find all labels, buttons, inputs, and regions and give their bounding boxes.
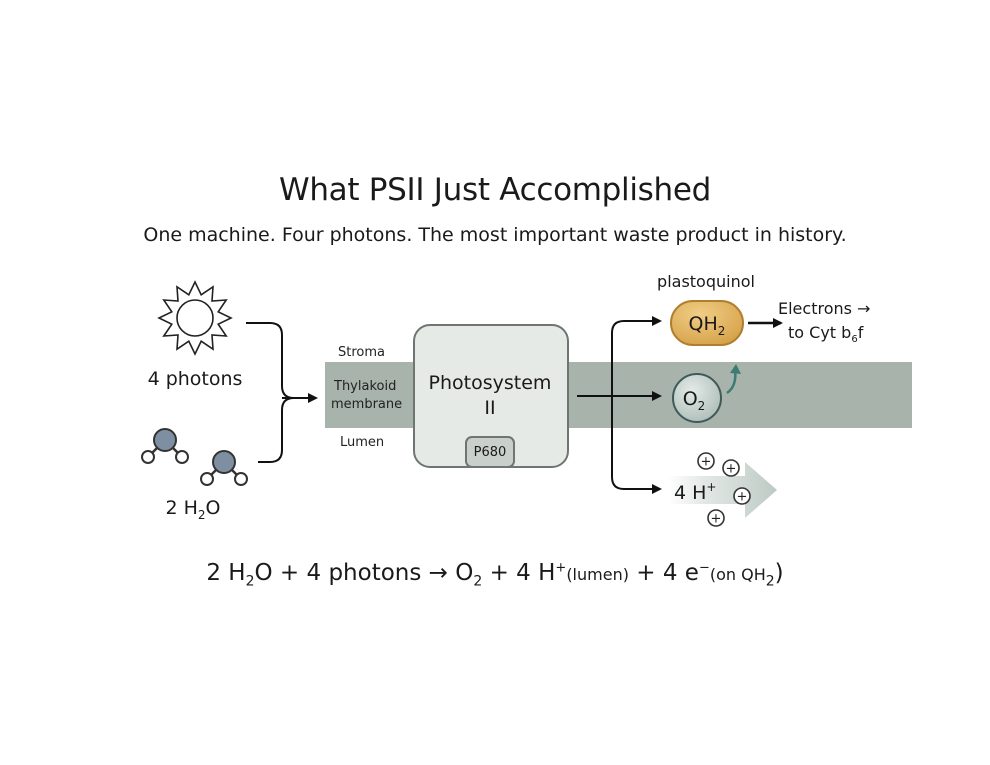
membrane-label-line1: Thylakoid [333,379,396,394]
qh2-label: QH2 [689,313,726,338]
svg-text:+: + [726,462,737,477]
lumen-label: Lumen [340,435,384,450]
photosystem-label-line2: II [484,397,495,419]
photon-input-arrow [246,322,295,399]
electrons-label-line2: to Cyt b6f [788,323,864,345]
membrane-label-line2: membrane [331,397,402,412]
proton-icon: + [733,487,751,505]
svg-text:+: + [737,490,748,505]
page-title: What PSII Just Accomplished [278,172,712,208]
o2-bubble [672,373,722,423]
qh2-pill [670,300,744,346]
water-molecule-icon [141,428,189,464]
proton-icon: + [722,459,740,477]
water-input-arrow [258,397,295,463]
o2-label: O2 [683,388,706,413]
photons-label: 4 photons [148,368,243,390]
page-subtitle: One machine. Four photons. The most impo… [143,224,847,246]
photosystem-label-line1: Photosystem [429,372,552,394]
svg-text:+: + [711,512,722,527]
overall-equation: 2 H2O + 4 photons → O2 + 4 H+(lumen) + 4… [206,560,784,590]
plastoquinol-label: plastoquinol [657,272,755,291]
protons-label: 4 H+ [674,480,716,504]
stroma-label: Stroma [338,345,385,360]
water-molecule-icon [200,450,248,486]
svg-text:+: + [701,455,712,470]
proton-icon: + [707,509,725,527]
qh2-output-arrow [611,316,662,396]
proton-output-arrow [611,396,662,494]
proton-icon: + [697,452,715,470]
electrons-label-line1: Electrons → [778,299,870,318]
o2-release-arrowhead [730,364,741,374]
proton-flow-arrow [668,462,777,518]
sun-icon [157,280,233,356]
p680-tab [465,436,515,468]
p680-label: P680 [474,445,507,460]
water-label: 2 H2O [165,497,220,522]
